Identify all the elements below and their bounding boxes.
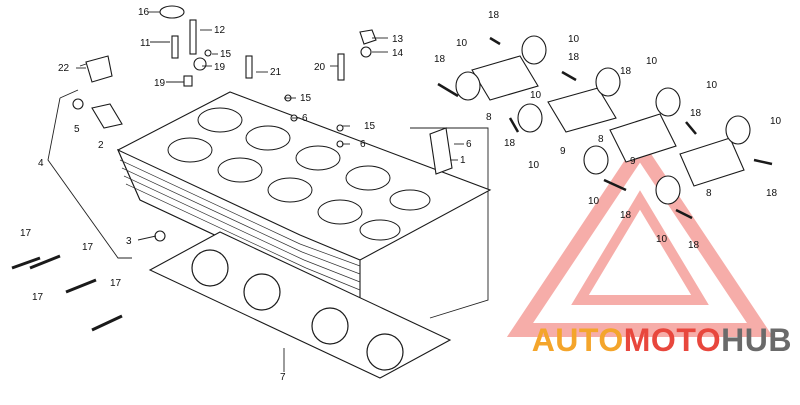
brand-part-auto: AUTO	[531, 322, 624, 358]
head-gasket	[148, 231, 452, 379]
callout-18c: 18	[434, 54, 446, 65]
callout-6a: 6	[302, 113, 308, 124]
callout-10d: 10	[706, 80, 718, 91]
callout-18g: 18	[766, 188, 778, 199]
watermark-brand: AUTOMOTOHUB	[531, 322, 792, 358]
callout-2: 2	[98, 140, 104, 151]
intake-rubbers	[455, 35, 751, 205]
callout-11: 11	[140, 38, 151, 49]
callout-22: 22	[58, 63, 70, 74]
callout-7: 7	[280, 372, 286, 383]
callout-10h: 10	[588, 196, 600, 207]
bracket-part-4-top	[59, 89, 79, 99]
bracket-right	[410, 127, 489, 319]
bracket-part-4	[47, 97, 132, 259]
callout-17c: 17	[32, 292, 44, 303]
spark-plug-22	[79, 55, 113, 83]
callout-14: 14	[392, 48, 404, 59]
callout-18d: 18	[690, 108, 702, 119]
callout-18i: 18	[620, 66, 632, 77]
top-small-parts	[72, 5, 453, 242]
callout-10c: 10	[646, 56, 658, 67]
callout-18a: 18	[488, 10, 500, 21]
callout-10i: 10	[656, 234, 668, 245]
callout-5: 5	[74, 124, 80, 135]
callout-15c: 15	[364, 121, 376, 132]
callout-labels: 16 12 11 15 19 22 19 21 20 13 14 15 6 15…	[20, 7, 782, 383]
callout-10a: 10	[568, 34, 580, 45]
callout-17d: 17	[110, 278, 122, 289]
callout-10e: 10	[530, 90, 542, 101]
callout-9a: 9	[560, 146, 566, 157]
callout-17b: 17	[82, 242, 94, 253]
leader-lines	[76, 11, 464, 372]
callout-6c: 6	[466, 139, 472, 150]
callout-15a: 15	[220, 49, 232, 60]
callout-12: 12	[214, 25, 226, 36]
callout-18h: 18	[688, 240, 700, 251]
callout-4: 4	[38, 158, 44, 169]
callout-8c: 8	[598, 134, 604, 145]
brand-part-hub: HUB	[721, 322, 792, 358]
callout-16: 16	[138, 7, 150, 18]
cylinder-head	[116, 91, 492, 301]
callout-9b: 9	[630, 156, 636, 167]
callout-18e: 18	[504, 138, 516, 149]
brand-part-moto: MOTO	[623, 322, 722, 358]
callout-3: 3	[126, 236, 132, 247]
callout-10g: 10	[528, 160, 540, 171]
callout-19b: 19	[154, 78, 166, 89]
callout-21: 21	[270, 67, 282, 78]
callout-10b: 10	[456, 38, 468, 49]
callout-20: 20	[314, 62, 326, 73]
watermark-logo	[506, 137, 774, 337]
callout-18f: 18	[620, 210, 632, 221]
callout-6b: 6	[360, 139, 366, 150]
stud-17	[11, 254, 123, 332]
callout-13: 13	[392, 34, 404, 45]
callout-1: 1	[460, 155, 466, 166]
bolt-18	[437, 36, 773, 220]
callout-15b: 15	[300, 93, 312, 104]
callout-10f: 10	[770, 116, 782, 127]
callout-17a: 17	[20, 228, 32, 239]
callout-19a: 19	[214, 62, 226, 73]
callout-18b: 18	[568, 52, 580, 63]
callout-8a: 8	[486, 112, 492, 123]
callout-8b: 8	[706, 188, 712, 199]
